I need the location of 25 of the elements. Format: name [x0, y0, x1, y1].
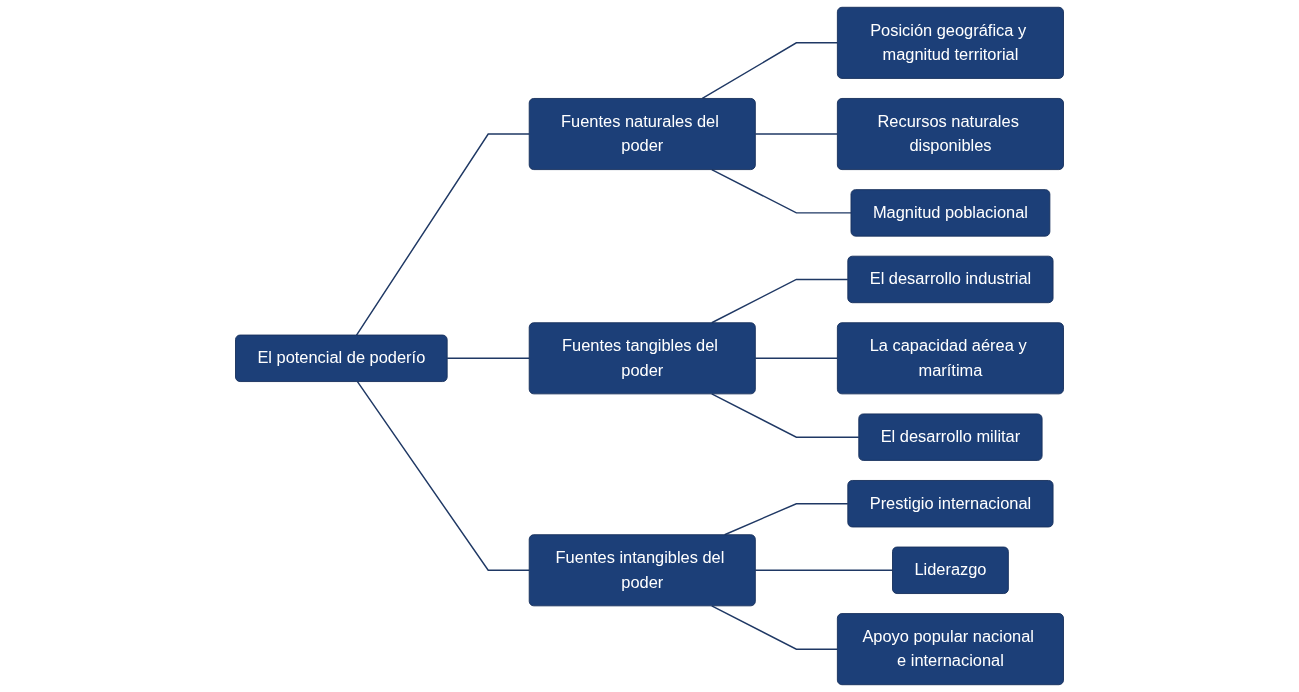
node-box: Fuentes tangibles del poder — [528, 322, 756, 395]
node-box: El potencial de poderío — [235, 334, 448, 382]
connector — [754, 133, 839, 135]
connector — [754, 569, 894, 571]
connector — [723, 503, 849, 536]
node-box: El desarrollo industrial — [847, 255, 1054, 304]
connector — [356, 380, 530, 571]
connector — [711, 278, 849, 324]
connector — [446, 357, 530, 360]
node-box: Posición geográfica y magnitud territorial — [836, 6, 1064, 79]
connector — [711, 605, 839, 650]
connector — [701, 42, 839, 100]
node-box: El desarrollo militar — [858, 413, 1043, 461]
connector — [711, 168, 852, 214]
node-box: Magnitud poblacional — [850, 189, 1051, 237]
node-box: Liderazgo — [892, 546, 1009, 594]
node-box: Recursos naturales disponibles — [836, 98, 1064, 171]
connector — [754, 357, 839, 360]
node-box: Apoyo popular nacional e internacional — [836, 613, 1064, 686]
node-box: Fuentes naturales del poder — [528, 98, 756, 171]
connector — [355, 133, 530, 336]
node-box: La capacidad aérea y marítima — [836, 322, 1064, 395]
node-box: Fuentes intangibles del poder — [528, 534, 756, 607]
node-box: Prestigio internacional — [847, 480, 1054, 528]
connector — [711, 393, 860, 438]
